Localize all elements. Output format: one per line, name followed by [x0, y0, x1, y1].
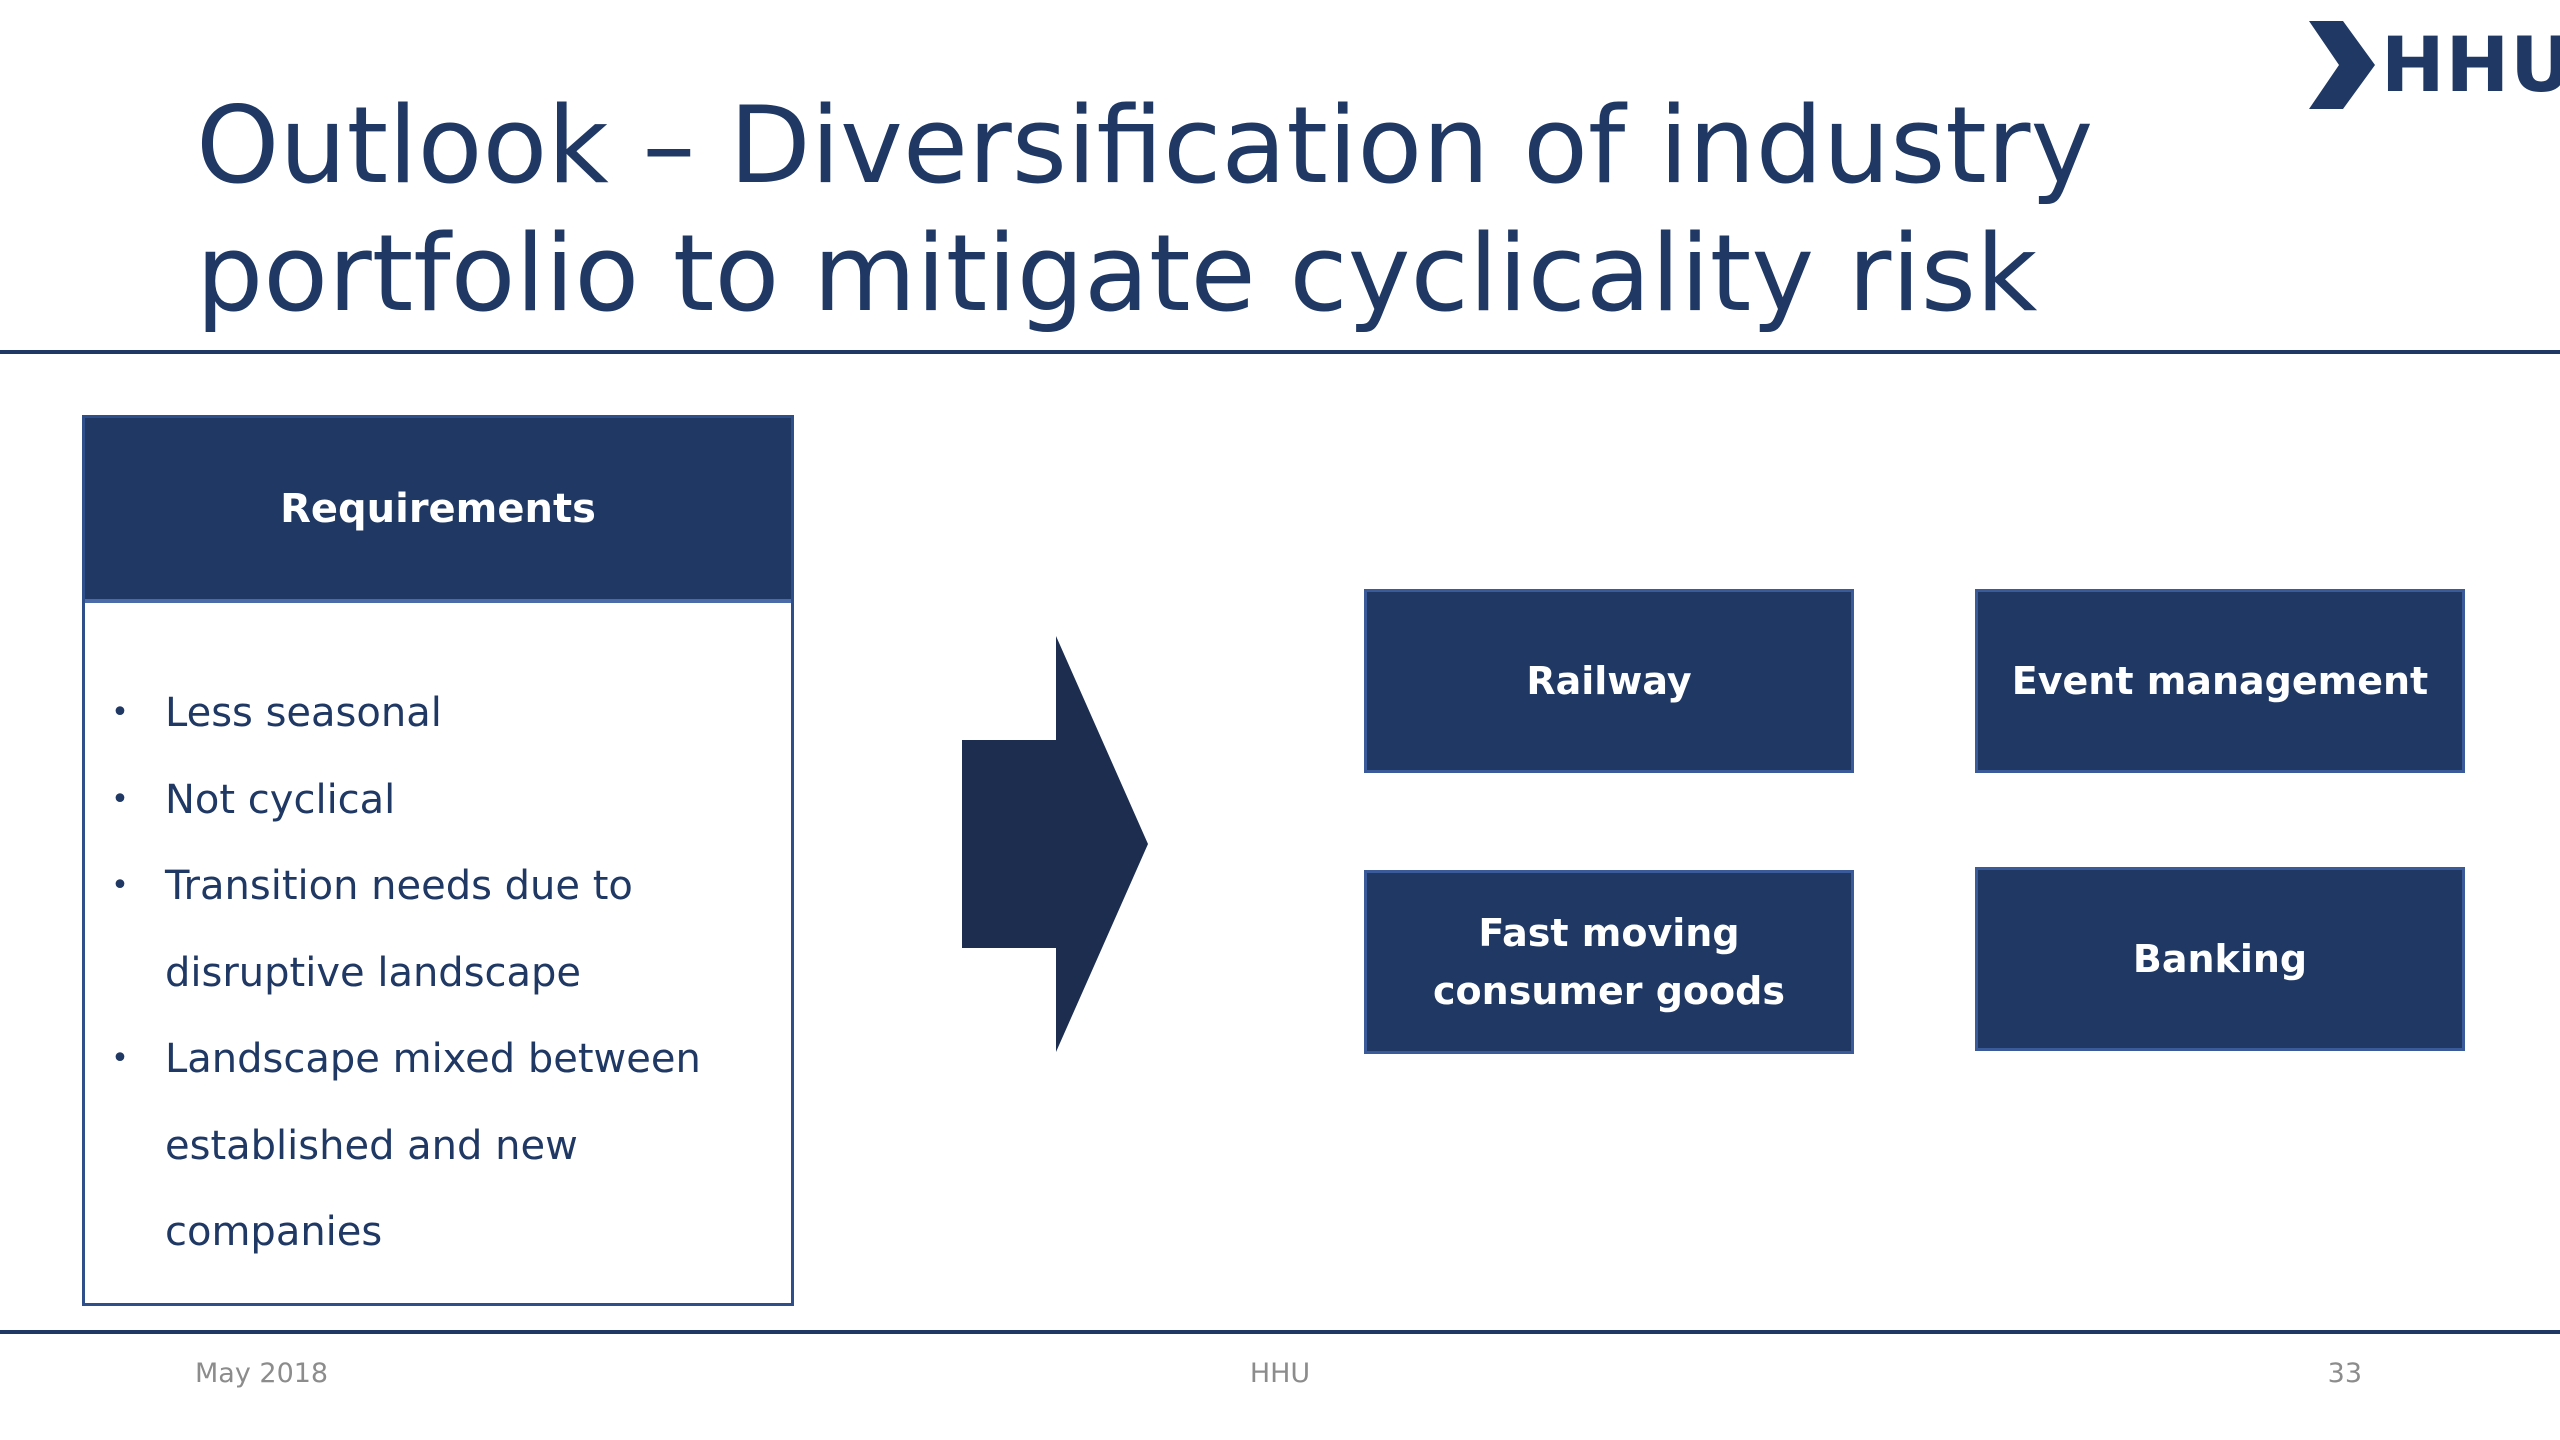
list-item: • Transition needs due to disruptive lan…	[85, 843, 791, 1016]
list-item-text: Landscape mixed between established and …	[165, 1036, 701, 1255]
requirements-card: Requirements • Less seasonal • Not cycli…	[82, 415, 794, 1306]
hhu-logo: HHU	[2305, 20, 2560, 110]
industry-box-event-management: Event management	[1975, 589, 2465, 773]
title-line-1: Outlook – Diversification of industry	[196, 84, 2094, 207]
footer-center-label: HHU	[1249, 1358, 1311, 1389]
list-item: • Less seasonal	[85, 670, 791, 757]
list-item-text: Less seasonal	[165, 690, 442, 736]
list-item-text: Transition needs due to disruptive lands…	[165, 863, 633, 996]
industry-box-banking: Banking	[1975, 867, 2465, 1051]
list-item-text: Not cyclical	[165, 776, 396, 823]
arrow-right-icon	[962, 636, 1148, 1052]
requirements-list: • Less seasonal • Not cyclical • Transit…	[85, 670, 791, 1276]
footer-divider	[0, 1330, 2560, 1334]
header-divider	[0, 350, 2560, 354]
chevron-right-icon	[2309, 21, 2375, 109]
bullet-icon: •	[111, 868, 129, 903]
list-item: • Landscape mixed between established an…	[85, 1016, 791, 1276]
footer-date: May 2018	[195, 1358, 329, 1389]
industry-box-fmcg: Fast moving consumer goods	[1364, 870, 1854, 1054]
industry-box-railway: Railway	[1364, 589, 1854, 773]
page-number: 33	[2327, 1358, 2362, 1389]
logo-text: HHU	[2381, 20, 2560, 109]
list-item: • Not cyclical	[85, 757, 791, 844]
bullet-icon: •	[111, 1041, 129, 1076]
bullet-icon: •	[111, 781, 129, 817]
requirements-header: Requirements	[85, 418, 791, 603]
slide-title: Outlook – Diversification of industry po…	[196, 82, 2196, 338]
title-line-2: portfolio to mitigate cyclicality risk	[196, 212, 2038, 335]
bullet-icon: •	[111, 695, 129, 730]
